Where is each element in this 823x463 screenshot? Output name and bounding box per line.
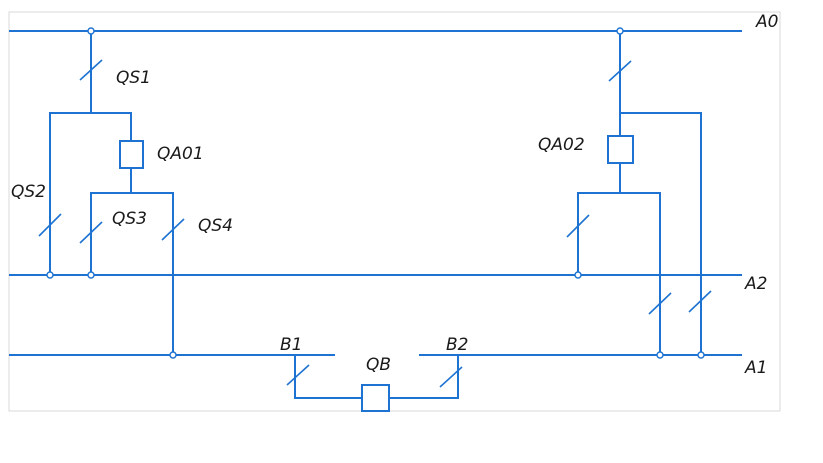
node-a1-far <box>697 351 705 359</box>
node-a0-right <box>616 27 624 35</box>
switch-right-far-mark[interactable] <box>688 290 712 313</box>
label-qs2: QS2 <box>11 182 46 202</box>
node-a2-qs3 <box>87 271 95 279</box>
node-a2-qs2 <box>46 271 54 279</box>
label-qs4: QS4 <box>198 216 233 236</box>
label-bus-a1: A1 <box>744 358 767 378</box>
label-qb: QB <box>366 355 391 375</box>
node-a1-right <box>656 351 664 359</box>
switch-qs1-mark[interactable] <box>79 59 103 81</box>
switch-b2-mark[interactable] <box>439 366 463 388</box>
switch-right-a2-mark[interactable] <box>566 214 590 238</box>
breaker-qa01[interactable] <box>119 140 144 169</box>
label-bus-a0: A0 <box>755 12 778 32</box>
node-a1-qs4 <box>169 351 177 359</box>
switch-right-top-mark[interactable] <box>608 60 632 82</box>
switch-right-a1-mark[interactable] <box>648 292 672 315</box>
label-qa01: QA01 <box>157 144 204 164</box>
node-a0-left <box>87 27 95 35</box>
label-b2: B2 <box>446 335 468 355</box>
label-qa02: QA02 <box>538 135 585 155</box>
label-qs3: QS3 <box>112 209 147 229</box>
node-a2-right <box>574 271 582 279</box>
diagram-frame <box>8 11 781 412</box>
breaker-qa02[interactable] <box>607 135 634 164</box>
label-b1: B1 <box>280 335 302 355</box>
switch-b1-mark[interactable] <box>286 364 310 386</box>
switch-qs2-mark[interactable] <box>38 213 62 237</box>
switch-qs4-mark[interactable] <box>161 218 185 241</box>
label-qs1: QS1 <box>116 68 151 88</box>
switch-qs3-mark[interactable] <box>79 221 103 244</box>
breaker-qb[interactable] <box>361 384 390 412</box>
label-bus-a2: A2 <box>744 274 767 294</box>
